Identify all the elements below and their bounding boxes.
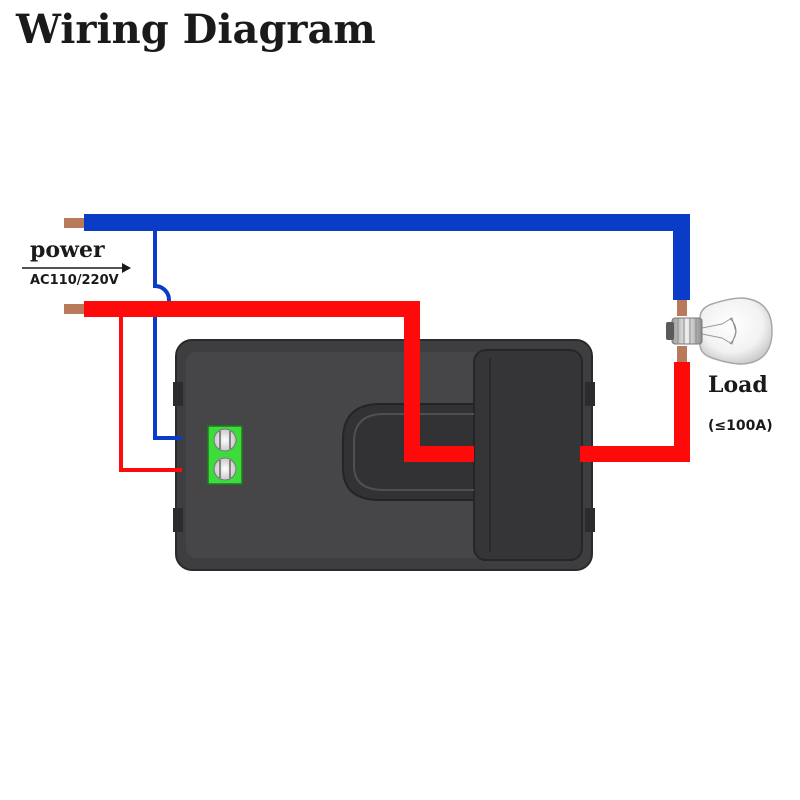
screw-terminal-icon bbox=[207, 425, 243, 485]
load-rating: (≤100A) bbox=[708, 418, 773, 434]
live-wire-tip bbox=[64, 304, 84, 314]
power-label: power bbox=[30, 237, 105, 263]
light-bulb-icon bbox=[666, 297, 773, 365]
power-meter-module bbox=[173, 339, 595, 571]
load-label: Load bbox=[708, 372, 768, 398]
ct-channel-inner bbox=[353, 413, 474, 491]
terminal-screw bbox=[213, 428, 237, 452]
module-clip bbox=[585, 382, 595, 406]
live-wire bbox=[84, 301, 690, 472]
module-clip bbox=[173, 508, 183, 532]
arrow-right-icon bbox=[22, 263, 131, 273]
module-clip bbox=[173, 382, 183, 406]
module-clip bbox=[585, 508, 595, 532]
lamp-top-lead bbox=[677, 300, 687, 316]
lamp-bottom-lead bbox=[677, 346, 687, 362]
voltage-label: AC110/220V bbox=[30, 273, 119, 288]
terminal-screw bbox=[213, 457, 237, 481]
neutral-wire-tip bbox=[64, 218, 84, 228]
page-title: Wiring Diagram bbox=[16, 6, 376, 53]
